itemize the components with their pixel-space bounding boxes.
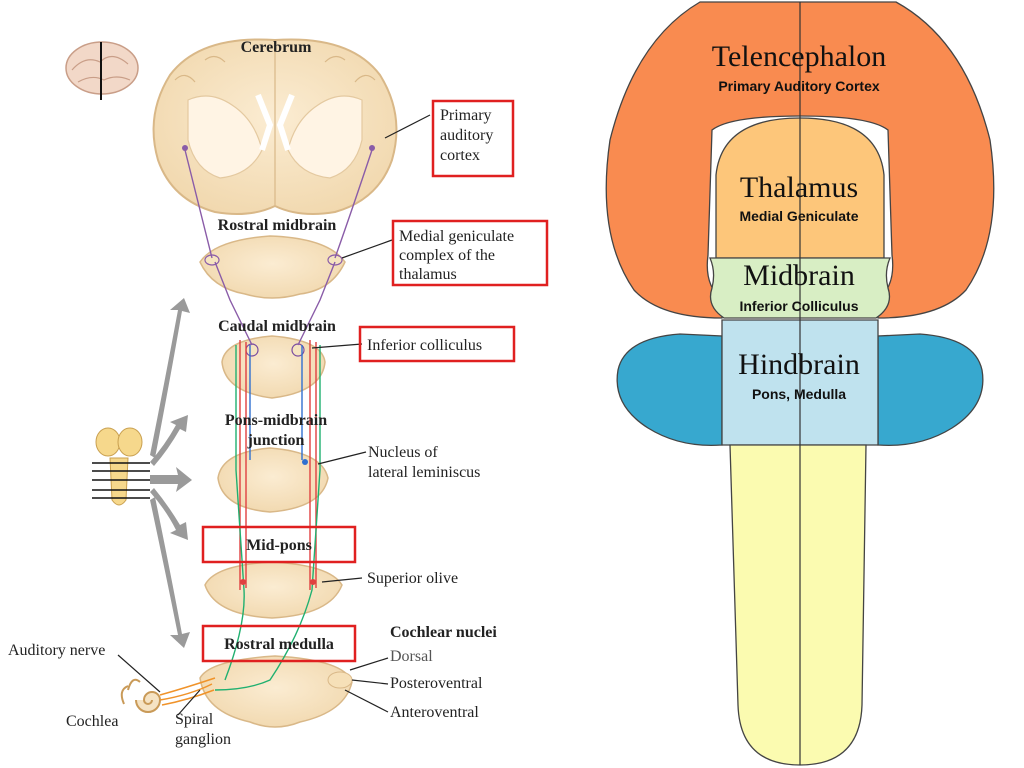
medial-geniculate-box [391,219,549,287]
label-spiral-ganglion-1: Spiral [175,711,214,728]
region-subtitle-telencephalon: Primary Auditory Cortex [718,78,880,94]
label-spiral-ganglion-2: ganglion [175,731,231,748]
inferior-colliculus-box [358,325,516,363]
section-arrows [150,298,192,648]
hindbrain-right-lobe [877,333,984,447]
label-posteroventral: Posteroventral [390,675,483,692]
cerebrum-section [152,38,398,215]
label-lateral-lemniscus-1: Nucleus of [368,444,438,461]
label-medial-geniculate-1: Medial geniculate [399,228,514,245]
label-inferior-colliculus: Inferior colliculus [367,337,482,354]
label-medial-geniculate-2: complex of the [399,247,495,264]
label-auditory-nerve: Auditory nerve [8,642,105,659]
brain-region-schematic [605,1,995,766]
label-dorsal: Dorsal [390,648,433,665]
region-labels: Telencephalon Primary Auditory Cortex Th… [712,40,886,402]
region-subtitle-thalamus: Medial Geniculate [739,208,858,224]
label-rostral-medulla: Rostral medulla [224,636,334,653]
label-superior-olive: Superior olive [367,570,458,587]
mid-pons-section [204,561,343,619]
label-cerebrum: Cerebrum [241,39,312,56]
pons-midbrain-junction-section [217,447,329,513]
region-title-midbrain: Midbrain [743,259,855,292]
leader-lines [117,114,431,716]
label-rostral-midbrain: Rostral midbrain [218,217,337,234]
label-anteroventral: Anteroventral [390,704,479,721]
spinal-cord [729,444,867,766]
auditory-pathway-illustration: Cerebrum Rostral midbrain Caudal midbrai… [8,38,549,748]
region-subtitle-midbrain: Inferior Colliculus [739,298,858,314]
region-title-telencephalon: Telencephalon [712,40,886,73]
rostral-medulla-box [201,624,357,663]
rostral-medulla-section [199,655,353,728]
cochlea-illustration [120,677,216,713]
auditory-pathway-lines [182,145,375,691]
label-cochlear-nuclei: Cochlear nuclei [390,624,497,641]
region-title-hindbrain: Hindbrain [738,348,860,381]
mid-pons-box [201,525,357,564]
primary-auditory-cortex-box [431,99,515,178]
hindbrain-left-lobe [616,333,723,447]
brain-orientation-icon [65,41,139,100]
label-caudal-midbrain: Caudal midbrain [218,318,336,335]
label-cochlea: Cochlea [66,713,118,730]
label-pons-midbrain-line2: junction [247,432,305,449]
brainstem-orientation-icon [92,427,150,506]
region-subtitle-hindbrain: Pons, Medulla [752,386,846,402]
label-primary-auditory-3: cortex [440,147,480,164]
label-primary-auditory-1: Primary [440,107,492,124]
region-title-thalamus: Thalamus [740,171,858,204]
label-medial-geniculate-3: thalamus [399,266,457,283]
label-mid-pons: Mid-pons [246,537,312,554]
label-pons-midbrain-line1: Pons-midbrain [225,412,327,429]
label-primary-auditory-2: auditory [440,127,493,144]
highlight-boxes [201,99,549,663]
rostral-midbrain-section [199,235,346,299]
label-lateral-lemniscus-2: lateral leminiscus [368,464,480,481]
caudal-midbrain-section [221,335,326,399]
